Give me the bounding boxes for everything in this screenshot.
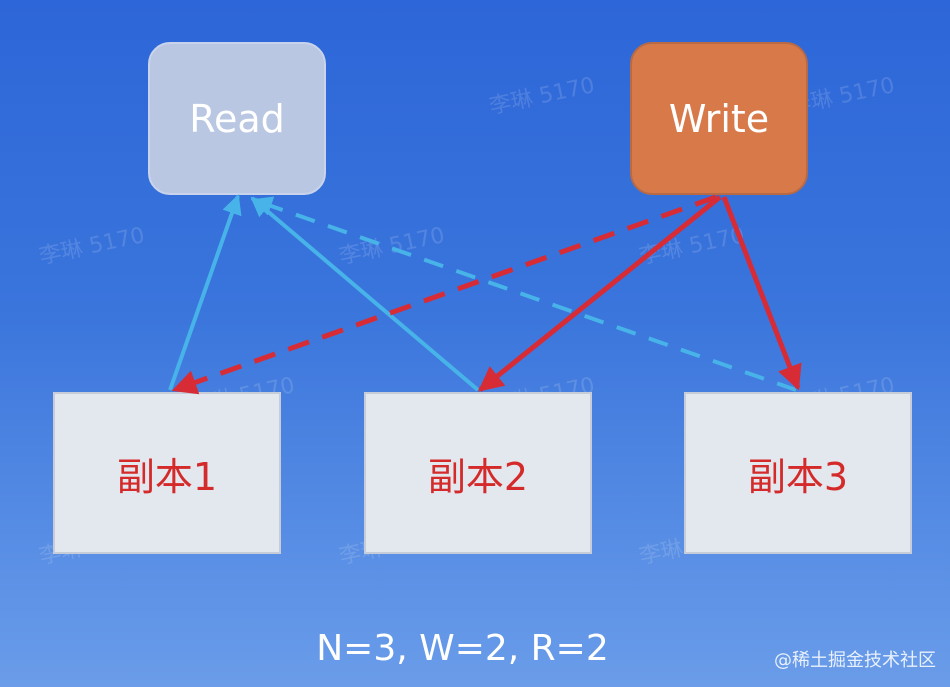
edge-replica2-to-read	[250, 196, 480, 392]
replica-3-node: 副本3	[684, 392, 912, 554]
edge-write-to-replica3	[721, 196, 802, 391]
write-node: Write	[630, 42, 808, 195]
edge-replica3-to-read	[252, 196, 797, 392]
replica-1-label: 副本1	[116, 454, 218, 499]
quorum-formula: N=3, W=2, R=2	[316, 628, 609, 669]
edge-write-to-replica1	[171, 194, 717, 395]
read-label: Read	[189, 96, 285, 141]
replica-3-label: 副本3	[747, 454, 849, 499]
source-credit: @稀土掘金技术社区	[774, 650, 936, 671]
replica-2-label: 副本2	[427, 454, 529, 499]
write-label: Write	[668, 96, 770, 141]
read-node: Read	[148, 42, 326, 195]
edge-replica1-to-read	[168, 194, 242, 391]
edge-write-to-replica2	[478, 195, 722, 392]
replica-1-node: 副本1	[53, 392, 281, 554]
replica-2-node: 副本2	[364, 392, 592, 554]
